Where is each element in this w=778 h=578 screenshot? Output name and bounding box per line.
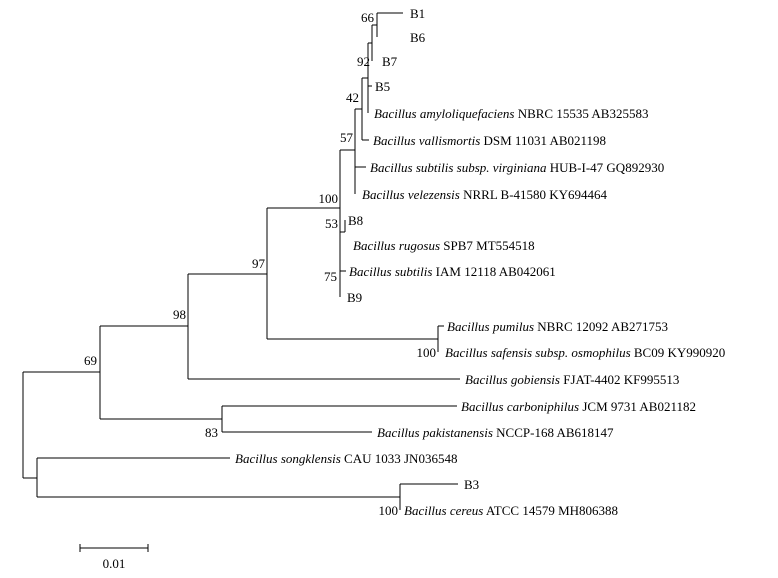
bootstrap-value: 83 (205, 425, 218, 440)
scale-bar: 0.01 (79, 544, 149, 571)
bootstrap-value: 100 (319, 191, 339, 206)
taxon-label: Bacillus subtilis subsp. virginiana HUB-… (370, 160, 664, 175)
taxon-label: Bacillus gobiensis FJAT-4402 KF995513 (465, 372, 679, 387)
bootstrap-value: 69 (84, 353, 97, 368)
taxon-label: Bacillus subtilis IAM 12118 AB042061 (349, 264, 556, 279)
bootstrap-value: 42 (346, 90, 359, 105)
taxon-label: Bacillus vallismortis DSM 11031 AB021198 (373, 133, 606, 148)
taxon-label: Bacillus rugosus SPB7 MT554518 (353, 238, 535, 253)
taxon-label: Bacillus carboniphilus JCM 9731 AB021182 (461, 399, 696, 414)
bootstrap-value: 53 (325, 216, 338, 231)
bootstrap-value: 100 (379, 503, 399, 518)
bootstrap-values: 66 92 42 57 100 53 75 97 100 98 83 69 10… (84, 10, 436, 518)
taxon-labels: B1 B6 B7 B5 Bacillus amyloliquefaciens N… (235, 6, 725, 518)
bootstrap-value: 97 (252, 256, 266, 271)
tree-branches (22, 12, 460, 510)
bootstrap-value: 75 (324, 269, 337, 284)
scale-bar-label: 0.01 (103, 556, 126, 571)
taxon-label: B6 (410, 30, 426, 45)
taxon-label: B5 (375, 79, 390, 94)
taxon-label: B3 (464, 477, 479, 492)
bootstrap-value: 92 (357, 54, 370, 69)
taxon-label: Bacillus pakistanensis NCCP-168 AB618147 (377, 425, 614, 440)
taxon-label: B8 (348, 213, 363, 228)
taxon-label: B9 (347, 290, 362, 305)
bootstrap-value: 66 (361, 10, 375, 25)
bootstrap-value: 57 (340, 130, 354, 145)
taxon-label: Bacillus safensis subsp. osmophilus BC09… (445, 345, 725, 360)
taxon-label: B1 (410, 6, 425, 21)
taxon-label: Bacillus pumilus NBRC 12092 AB271753 (447, 319, 668, 334)
taxon-label: Bacillus velezensis NRRL B-41580 KY69446… (362, 187, 608, 202)
bootstrap-value: 100 (417, 345, 437, 360)
bootstrap-value: 98 (173, 307, 186, 322)
taxon-label: Bacillus amyloliquefaciens NBRC 15535 AB… (374, 106, 648, 121)
taxon-label: Bacillus songklensis CAU 1033 JN036548 (235, 451, 457, 466)
taxon-label: Bacillus cereus ATCC 14579 MH806388 (404, 503, 618, 518)
taxon-label: B7 (382, 54, 398, 69)
